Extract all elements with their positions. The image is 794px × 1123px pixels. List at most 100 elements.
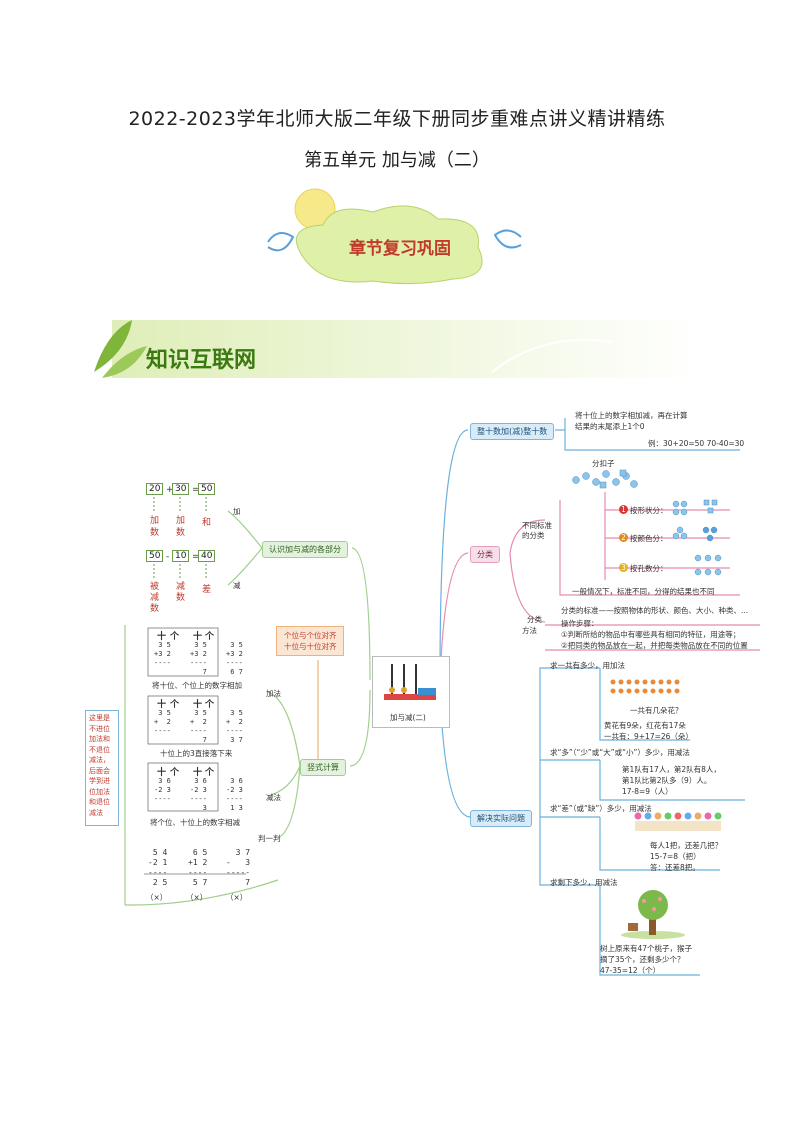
zheng-desc-2: 结果的末尾添上1个0 (575, 422, 645, 431)
note-add-1: 将十位、个位上的数字相加 (152, 681, 242, 690)
peach-2: 摘了35个，还剩多少个？ (600, 955, 685, 964)
fenlei-std-line: 分类的标准——按照物体的形状、颜色、大小、种类、... (561, 606, 749, 615)
abacus-icon (384, 664, 436, 700)
branch-jiejue[interactable]: 解决实际问题 (470, 810, 532, 827)
jiejue-q1: 求一共有多少，用加法 (550, 661, 625, 670)
peach-1: 树上原来有47个桃子，猴子 (600, 944, 693, 953)
tens-header: 十 (157, 768, 167, 778)
flowers-question: 一共有几朵花？ (630, 706, 683, 715)
branch-renshi[interactable]: 认识加与减的各部分 (262, 541, 348, 558)
judge-mark-3: （×） (226, 893, 248, 902)
addend-1-label: 加 数 (150, 516, 160, 538)
jiejue-q3: 求“差”（或“缺”）多少，用减法 (550, 804, 652, 813)
fenlei-by-holes: 按孔数分： (630, 564, 668, 573)
ones-header: 个 (170, 700, 180, 710)
fenlei-general: 一般情况下，标准不同，分得的结果也不同 (572, 587, 715, 596)
align-note-2: 十位与十位对齐 (284, 642, 337, 651)
calc-b-3: 3 5 + 2 ---- 3 7 (226, 709, 243, 744)
kids-1: 每人1把，还差几把？ (650, 841, 723, 850)
fenlei-method-1: 分类 (527, 615, 542, 624)
calc-a-1: 3 5 +3 2 ---- (154, 641, 171, 667)
minuend-value: 50 (146, 550, 164, 562)
banner-cloud (267, 188, 522, 285)
calc-c-1: 3 6 -2 3 ---- (154, 777, 171, 803)
align-note-1: 个位与个位对齐 (284, 631, 337, 640)
subtrahend-value: 10 (172, 550, 190, 562)
difference-label: 差 (202, 585, 212, 595)
num-1-badge: 1 (619, 505, 628, 514)
calc-a-3: 3 5 +3 2 ---- 6 7 (226, 641, 243, 676)
judge-3: 3 7 - 3 ----- 7 (226, 848, 251, 887)
calc-c-3: 3 6 -2 3 ---- 1 3 (226, 777, 243, 812)
side-note-box (85, 710, 119, 826)
zheng-desc-1: 将十位上的数字相加减，再在计算 (575, 411, 688, 420)
ones-header: 个 (170, 768, 180, 778)
fenlei-by-color: 按颜色分： (630, 534, 668, 543)
calc-b-1: 3 5 + 2 ---- (154, 709, 171, 735)
addend-1-value: 20 (146, 483, 164, 495)
sum-value: 50 (198, 483, 216, 495)
addend-2-label: 加 数 (176, 516, 186, 538)
judge-2: 6 5 +1 2 ---- 5 7 (188, 848, 208, 887)
tree-icon (621, 890, 685, 939)
judge-mark-1: （×） (146, 893, 168, 902)
sub-branch-label: 减法 (266, 793, 281, 802)
section-strip (94, 320, 702, 378)
fenlei-std-1: 不同标准 (522, 521, 552, 530)
branch-zheng[interactable]: 整十数加(减)整十数 (470, 423, 555, 440)
ones-header: 个 (205, 632, 215, 642)
judge-mark-2: （×） (186, 893, 208, 902)
fenlei-title: 分扣子 (592, 459, 615, 468)
flowers-answer-2: 一共有：9+17=26（朵） (604, 732, 693, 741)
ones-header: 个 (205, 700, 215, 710)
section-title: 知识互联网 (146, 348, 257, 373)
sum-label: 和 (202, 518, 212, 528)
ones-header: 个 (205, 768, 215, 778)
center-node (372, 656, 450, 728)
align-note-box (276, 626, 344, 656)
kids-2: 15-7=8（把） (650, 852, 701, 861)
add-label: 加 (233, 507, 241, 516)
judge-1: 5 4 -2 1 ---- 2 5 (148, 848, 168, 887)
note-add-2: 十位上的3直接落下来 (160, 749, 233, 758)
center-label: 加与减(二) (390, 713, 426, 722)
tens-header: 十 (193, 700, 203, 710)
kids-3: 答：还差8把。 (650, 863, 700, 872)
jiejue-q2: 求“多”（“少”或“大”或“小”）多少，用减法 (550, 748, 690, 757)
tens-header: 十 (157, 632, 167, 642)
fenlei-steps: 操作步骤： (561, 619, 599, 628)
fenlei-std-2: 的分类 (522, 531, 545, 540)
equals-sign-2: = (192, 552, 200, 562)
team-2: 第1队比第2队多（9）人。 (622, 776, 712, 785)
tens-header: 十 (193, 632, 203, 642)
tens-header: 十 (157, 700, 167, 710)
peach-3: 47-35=12（个） (600, 966, 661, 975)
add-branch-label: 加法 (266, 689, 281, 698)
equals-sign: = (192, 485, 200, 495)
tens-header: 十 (193, 768, 203, 778)
subtrahend-label: 减 数 (176, 582, 186, 603)
kids-icon (634, 812, 722, 831)
banner-text: 章节复习巩固 (349, 239, 451, 259)
flowers-answer-1: 黄花有9朵，红花有17朵 (604, 721, 686, 730)
branch-shushi[interactable]: 竖式计算 (300, 759, 346, 776)
fenlei-method-2: 方法 (522, 626, 537, 635)
fenlei-step-1: ①判断所给的物品中有哪些具有相同的特征，用途等； (561, 630, 741, 639)
branch-fenlei[interactable]: 分类 (470, 546, 500, 563)
doc-title: 2022-2023学年北师大版二年级下册同步重难点讲义精讲精练 (128, 108, 666, 130)
fenlei-step-2: ②把同类的物品放在一起，并把每类物品放在不同的位置 (561, 641, 748, 650)
calc-b-2: 3 5 + 2 ---- 7 (190, 709, 207, 744)
minus-sign: - (166, 552, 170, 562)
side-note: 这里是 不进位 加法和 不退位 减法， 后面会 学到进 位加法 和退位 减法 (89, 714, 110, 817)
buttons-icon (572, 469, 638, 489)
doc-subtitle: 第五单元 加与减（二） (304, 150, 490, 171)
team-1: 第1队有17人，第2队有8人， (622, 765, 721, 774)
difference-value: 40 (198, 550, 216, 562)
num-3-badge: 3 (619, 563, 628, 572)
addend-2-value: 30 (172, 483, 190, 495)
judge-label: 判一判 (258, 834, 281, 843)
note-sub: 将个位、十位上的数字相减 (150, 818, 240, 827)
jiejue-q4: 求剩下多少，用减法 (550, 878, 618, 887)
minuend-label: 被 减 数 (150, 582, 160, 614)
plus-sign: + (166, 485, 174, 495)
